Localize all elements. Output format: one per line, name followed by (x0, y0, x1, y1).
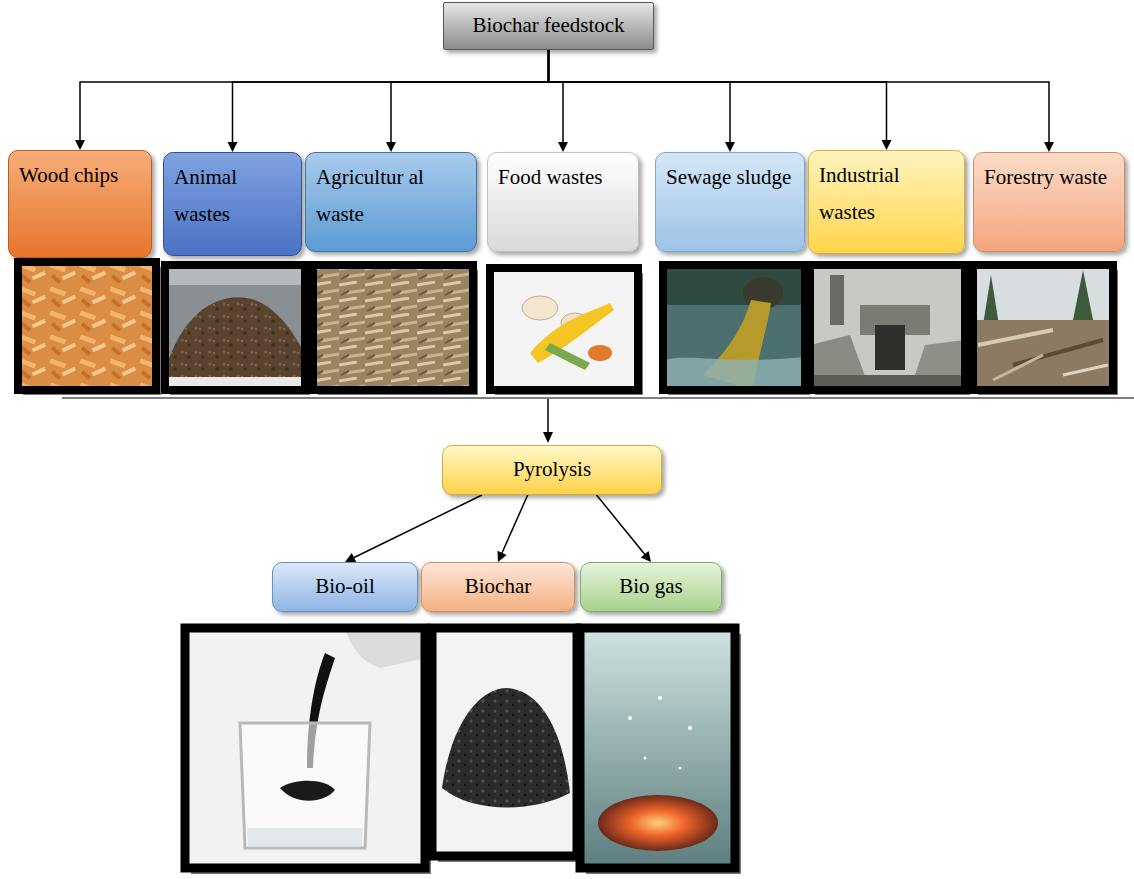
connector-line (549, 50, 731, 143)
arrow-head (1044, 142, 1054, 152)
agricultural-waste-photo (313, 265, 478, 395)
arrow-head (75, 140, 85, 150)
animal-waste-photo (165, 265, 310, 395)
connector-line (549, 50, 887, 141)
box-label: Bio gas (619, 574, 683, 599)
feedstock-box: Wood chips (8, 150, 152, 258)
box-label: Industrial wastes (819, 157, 954, 231)
connector (75, 50, 549, 150)
arrow-head (558, 142, 568, 152)
industrial-waste-photo (810, 265, 970, 395)
forestry-waste-photo (973, 265, 1118, 395)
feedstock-box: Food wastes (487, 152, 639, 252)
arrow-head (641, 551, 651, 562)
feedstock-box: Agricultur al waste (305, 152, 477, 252)
bio-oil-photo (185, 628, 431, 874)
divider-line (62, 398, 1134, 443)
box-label: Bio-oil (315, 574, 375, 599)
feedstock-box: Sewage sludge (655, 152, 805, 252)
process-box: Pyrolysis (442, 445, 662, 495)
connector (597, 495, 651, 562)
box-label: Food wastes (498, 159, 628, 196)
connector-line (597, 495, 646, 555)
arrow-head (497, 551, 506, 562)
arrow-head (228, 142, 238, 152)
box-label: Biochar feedstock (472, 13, 624, 38)
connector (549, 50, 892, 150)
box-label: Forestry waste (984, 159, 1114, 196)
box-label: Biochar (465, 574, 531, 599)
connector (386, 50, 549, 152)
arrow-head (882, 140, 892, 150)
box-label: Sewage sludge (666, 159, 794, 196)
connector (497, 495, 527, 562)
connector-line (549, 50, 564, 143)
product-box: Bio gas (580, 562, 722, 612)
box-label: Animal wastes (174, 159, 291, 233)
connector-line (502, 495, 528, 554)
arrow-head (386, 142, 396, 152)
box-label: Agricultur al waste (316, 159, 466, 233)
connector-line (353, 495, 482, 558)
feedstock-box: Forestry waste (973, 152, 1125, 252)
connector-line (391, 50, 549, 143)
feedstock-box: Animal wastes (163, 152, 302, 256)
box-label: Pyrolysis (513, 457, 591, 482)
arrow-head (345, 553, 356, 562)
wood-chips-photo (18, 262, 161, 395)
connector-line (233, 50, 549, 143)
connector (549, 50, 736, 152)
product-box: Bio-oil (272, 562, 418, 612)
sewage-sludge-photo (663, 265, 810, 395)
connector-line (549, 50, 1050, 143)
arrow-head (725, 142, 735, 152)
biogas-photo (580, 628, 741, 874)
connector (228, 50, 549, 152)
product-box: Biochar (421, 562, 575, 612)
box-label: Wood chips (19, 157, 141, 194)
biochar-photo (432, 628, 583, 862)
connector (345, 495, 482, 562)
connector-line (80, 50, 549, 141)
header-box: Biochar feedstock (443, 2, 654, 50)
food-waste-photo (490, 268, 643, 395)
connector (549, 50, 1055, 152)
connector (549, 50, 569, 152)
feedstock-box: Industrial wastes (808, 150, 965, 254)
